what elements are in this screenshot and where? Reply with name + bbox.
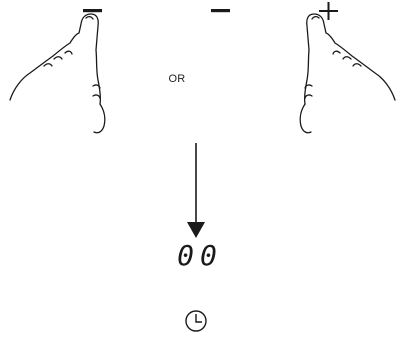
timer-display: 00 [177, 239, 223, 272]
minus-left-icon [83, 9, 102, 13]
plus-right-icon [319, 2, 338, 20]
or-label: OR [168, 73, 186, 85]
left-hand-icon [9, 13, 106, 134]
minus-center-icon [211, 9, 230, 13]
clock-icon [185, 310, 207, 332]
down-arrow-icon [187, 143, 205, 238]
right-hand-icon [299, 13, 396, 134]
